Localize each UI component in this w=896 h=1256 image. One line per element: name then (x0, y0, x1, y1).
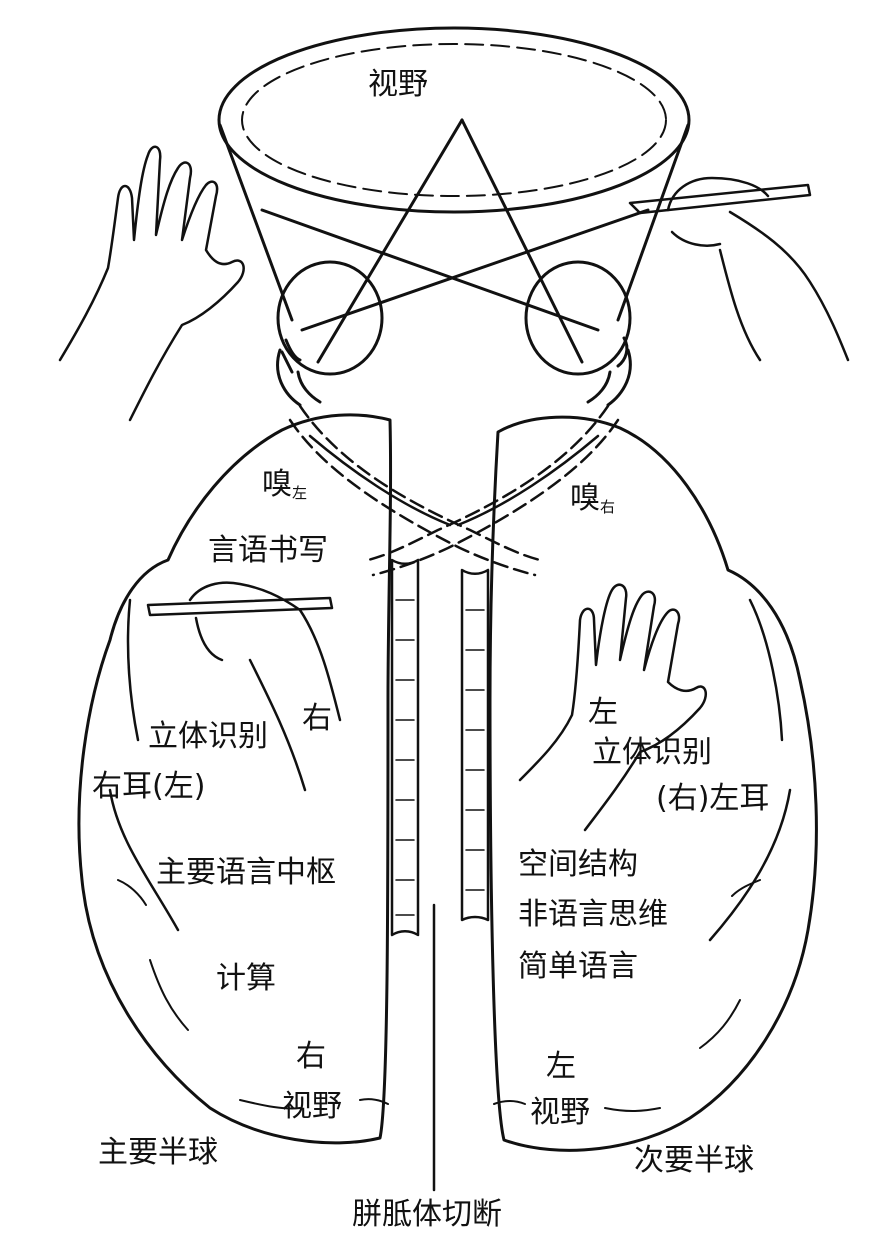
right-ear-label: 右耳(左) (92, 769, 206, 804)
left-eyeball (276, 260, 384, 376)
right-eyeball (524, 260, 632, 376)
olfactory-left-label: 嗅左 (262, 470, 307, 501)
main-language-center-label: 主要语言中枢 (156, 855, 336, 890)
calculation-label: 计算 (216, 961, 276, 996)
left-visual-side-label: 左 (546, 1049, 576, 1084)
right-hemisphere-outline (488, 415, 818, 1152)
optic-tracts-crossing (288, 404, 620, 577)
simple-language-label: 简单语言 (518, 949, 638, 984)
left-hand-label: 左 (588, 695, 618, 730)
nonverbal-thinking-label: 非语言思维 (518, 897, 668, 932)
corpus-callosum-left (390, 558, 420, 937)
left-open-hand (58, 145, 245, 422)
speech-writing-label: 言语书写 (208, 533, 328, 568)
olfactory-right-subscript: 右 (600, 498, 616, 516)
spatial-structure-label: 空间结构 (518, 847, 638, 882)
right-visual-field-label: 视野 (282, 1089, 342, 1124)
left-visual-field-label: 视野 (530, 1095, 590, 1130)
minor-hemisphere-label: 次要半球 (634, 1143, 754, 1178)
open-hand-right-hemisphere (518, 583, 708, 832)
major-hemisphere-label: 主要半球 (98, 1135, 218, 1170)
olfactory-right-label: 嗅右 (570, 484, 615, 515)
stereognosis-left-hemi-label: 立体识别 (148, 719, 268, 754)
olfactory-left-text: 嗅 (262, 467, 292, 502)
visual-field-top-label: 视野 (368, 67, 428, 102)
optic-nerves (276, 348, 632, 407)
left-ear-label: (右)左耳 (656, 781, 770, 816)
olfactory-left-subscript: 左 (292, 484, 308, 502)
right-visual-side-label: 右 (296, 1039, 326, 1074)
corpus-callosum-right (460, 568, 490, 922)
hand-writing-pen-left-hemisphere (146, 581, 342, 792)
left-hemisphere-outline (77, 413, 393, 1145)
olfactory-right-text: 嗅 (570, 481, 600, 516)
corpus-callosum-cut-label: 胼胝体切断 (352, 1197, 502, 1232)
stereognosis-right-hemi-label: 立体识别 (592, 735, 712, 770)
right-hand-with-pen-top (628, 176, 850, 362)
visual-field-ellipse (217, 26, 691, 214)
right-hand-label: 右 (302, 701, 332, 736)
visual-field-cone (218, 118, 690, 364)
